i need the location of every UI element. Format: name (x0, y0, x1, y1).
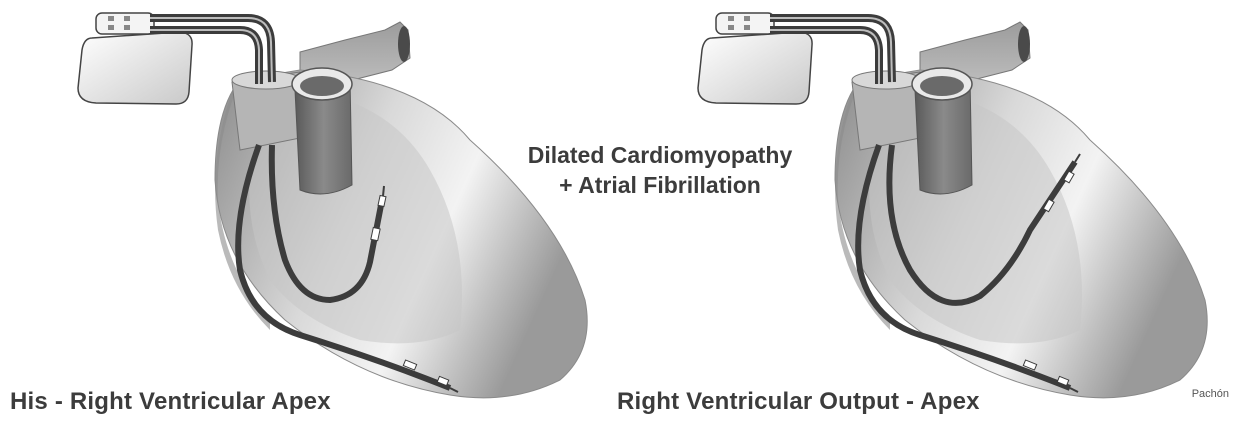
right-heart-panel: Right Ventricular Output - Apex (620, 0, 1240, 421)
pacemaker-generator (78, 32, 192, 104)
panel-caption-his: His - Right Ventricular Apex (10, 388, 331, 416)
heart-diagram-his (0, 0, 620, 421)
author-credit: Pachón (1192, 388, 1229, 400)
left-heart-panel: His - Right Ventricular Apex (0, 0, 620, 421)
heart-diagram-rvot (620, 0, 1240, 421)
pacemaker-generator (698, 32, 812, 104)
panel-caption-rvot: Right Ventricular Output - Apex (617, 388, 980, 416)
vessel-opening (398, 26, 410, 62)
